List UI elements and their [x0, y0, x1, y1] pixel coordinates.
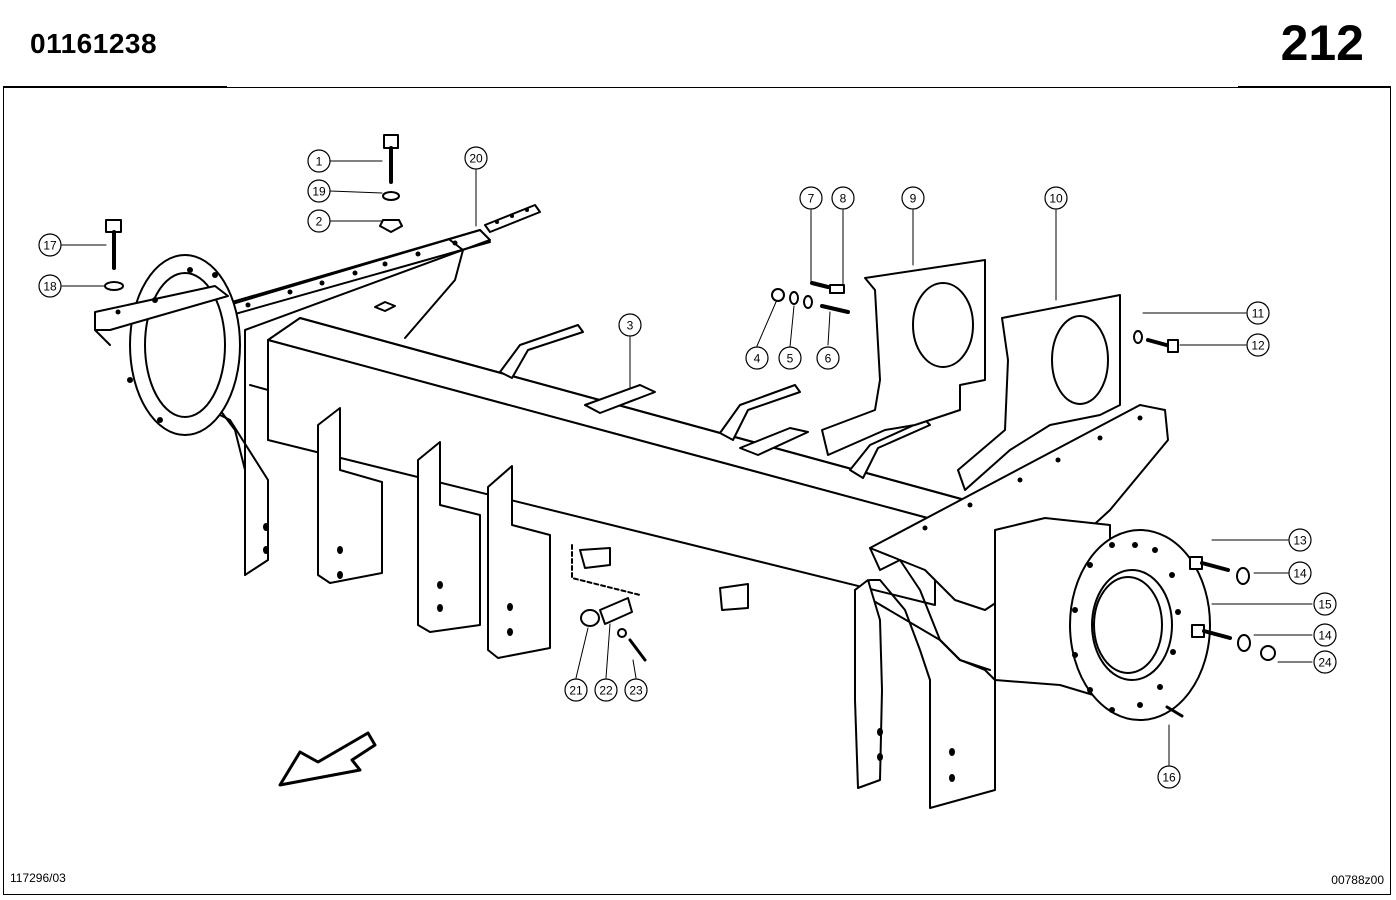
svg-text:11: 11 — [1252, 307, 1265, 321]
page-number: 212 — [1280, 15, 1364, 71]
callout-4: 4 — [745, 346, 769, 370]
drawing-frame — [3, 87, 1391, 895]
svg-text:23: 23 — [629, 684, 643, 698]
callout-1: 1 — [307, 149, 331, 173]
beam-brackets — [499, 324, 931, 611]
svg-text:20: 20 — [469, 152, 483, 166]
svg-text:8: 8 — [840, 192, 847, 206]
callout-17: 17 — [38, 233, 62, 257]
svg-text:7: 7 — [808, 192, 815, 206]
svg-text:1: 1 — [316, 155, 323, 169]
svg-text:2: 2 — [316, 215, 323, 229]
callout-18: 18 — [38, 274, 62, 298]
mounting-plate-9 — [821, 259, 986, 456]
callout-21: 21 — [564, 678, 588, 702]
svg-text:24: 24 — [1318, 656, 1332, 670]
leader-lines — [61, 160, 1313, 766]
callout-11: 11 — [1246, 301, 1270, 325]
callout-5: 5 — [778, 346, 802, 370]
callout-22: 22 — [594, 678, 618, 702]
callout-7: 7 — [799, 186, 823, 210]
callout-24: 24 — [1313, 650, 1337, 674]
svg-text:6: 6 — [825, 352, 832, 366]
right-end-plate — [854, 404, 1211, 809]
callout-14-lower: 14 — [1313, 623, 1337, 647]
svg-text:15: 15 — [1318, 598, 1332, 612]
svg-text:3: 3 — [627, 319, 634, 333]
svg-text:14: 14 — [1293, 567, 1307, 581]
footer-right-code: 00788z00 — [1331, 873, 1384, 887]
svg-text:10: 10 — [1049, 192, 1063, 206]
left-hanger-plates — [317, 407, 551, 659]
callout-10: 10 — [1044, 186, 1068, 210]
svg-text:22: 22 — [599, 684, 613, 698]
callout-8: 8 — [831, 186, 855, 210]
callout-16: 16 — [1157, 765, 1181, 789]
svg-text:18: 18 — [43, 280, 57, 294]
callout-9: 9 — [901, 186, 925, 210]
document-number: 01161238 — [30, 28, 158, 59]
svg-text:13: 13 — [1293, 534, 1307, 548]
callout-6: 6 — [816, 346, 840, 370]
callout-20: 20 — [464, 146, 488, 170]
svg-text:4: 4 — [754, 352, 761, 366]
page-number-underline — [1238, 86, 1391, 87]
svg-text:21: 21 — [569, 684, 583, 698]
callout-19: 19 — [307, 179, 331, 203]
svg-text:19: 19 — [312, 185, 326, 199]
footer-left-code: 117296/03 — [10, 871, 66, 885]
svg-text:9: 9 — [910, 192, 917, 206]
callout-3: 3 — [618, 313, 642, 337]
svg-text:12: 12 — [1251, 339, 1265, 353]
document-number-underline — [3, 86, 227, 87]
callout-23: 23 — [624, 678, 648, 702]
left-flange — [94, 254, 241, 436]
svg-text:17: 17 — [43, 239, 57, 253]
hardware-items — [104, 134, 1276, 718]
callout-12: 12 — [1246, 333, 1270, 357]
callouts: 1 2 3 4 5 6 7 8 9 10 11 12 13 14 14 15 1… — [38, 146, 1337, 789]
direction-arrow — [278, 731, 377, 787]
svg-text:14: 14 — [1318, 629, 1332, 643]
svg-text:16: 16 — [1162, 771, 1176, 785]
callout-13: 13 — [1288, 528, 1312, 552]
callout-15: 15 — [1313, 592, 1337, 616]
callout-2: 2 — [307, 209, 331, 233]
callout-14-upper: 14 — [1288, 561, 1312, 585]
mounting-plate-10 — [957, 294, 1121, 491]
top-flat-bar — [374, 204, 541, 312]
svg-text:5: 5 — [787, 352, 794, 366]
